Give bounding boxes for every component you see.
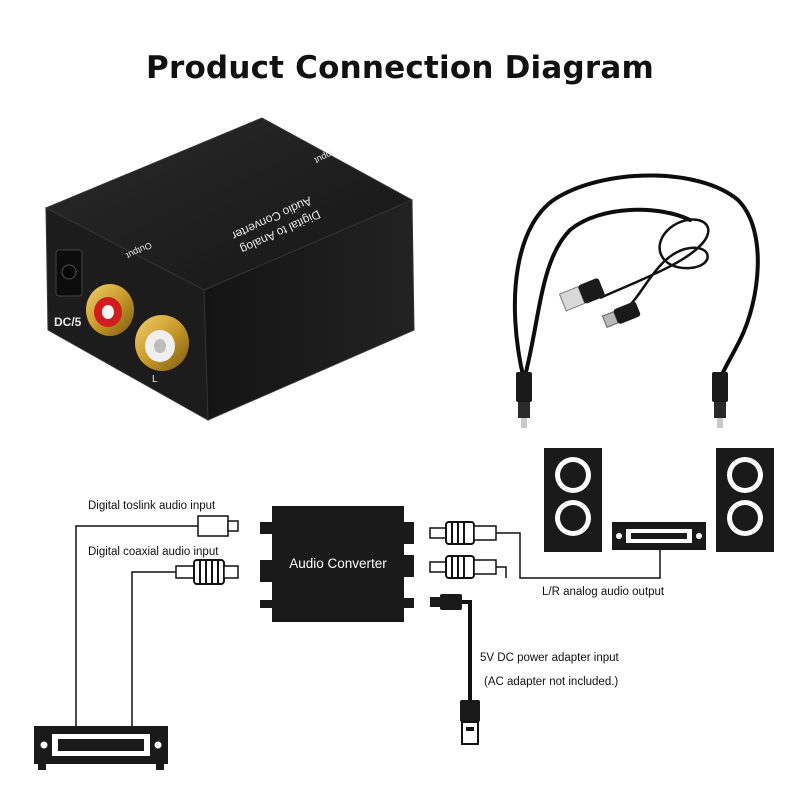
analog-output-label: L/R analog audio output xyxy=(542,586,665,598)
input-wires xyxy=(75,525,198,728)
rca-red-jack-icon xyxy=(86,284,134,336)
usb-power-cable-photo xyxy=(558,218,710,328)
speaker-left-icon xyxy=(544,448,602,552)
amplifier-icon xyxy=(612,522,706,550)
speaker-right-icon xyxy=(716,448,774,552)
power-cable xyxy=(462,600,472,700)
optical-plug-right-icon xyxy=(712,372,728,428)
converter-box-label: Audio Converter xyxy=(289,556,387,571)
rca-output-plug-bottom-icon xyxy=(429,555,497,579)
converter-box xyxy=(260,506,414,622)
coaxial-plug-icon xyxy=(175,559,239,585)
toslink-plug-icon xyxy=(197,515,239,537)
toslink-input-label: Digital toslink audio input xyxy=(88,500,216,512)
converter-device-photo: Digital to Analog Audio Converter Input … xyxy=(44,117,415,421)
dc-barrel-plug-icon xyxy=(601,301,641,328)
coaxial-input-label: Digital coaxial audio input xyxy=(88,546,219,558)
optical-cable-photo xyxy=(512,173,760,382)
rca-output-plug-top-icon xyxy=(429,521,497,545)
page-title: Product Connection Diagram xyxy=(146,50,654,86)
rca-white-jack-icon xyxy=(135,315,189,371)
power-input-label: 5V DC power adapter input xyxy=(480,652,619,664)
device-l-label: L xyxy=(152,374,158,385)
device-dc-label: DC/5 xyxy=(54,315,82,329)
power-note-label: (AC adapter not included.) xyxy=(484,676,619,688)
usb-plug-icon xyxy=(558,278,605,312)
source-player-icon xyxy=(34,726,168,770)
output-wires xyxy=(496,532,661,579)
optical-plug-left-icon xyxy=(516,372,532,428)
dc-power-plug-icon xyxy=(430,594,462,610)
usb-adapter-plug-icon xyxy=(460,700,480,745)
